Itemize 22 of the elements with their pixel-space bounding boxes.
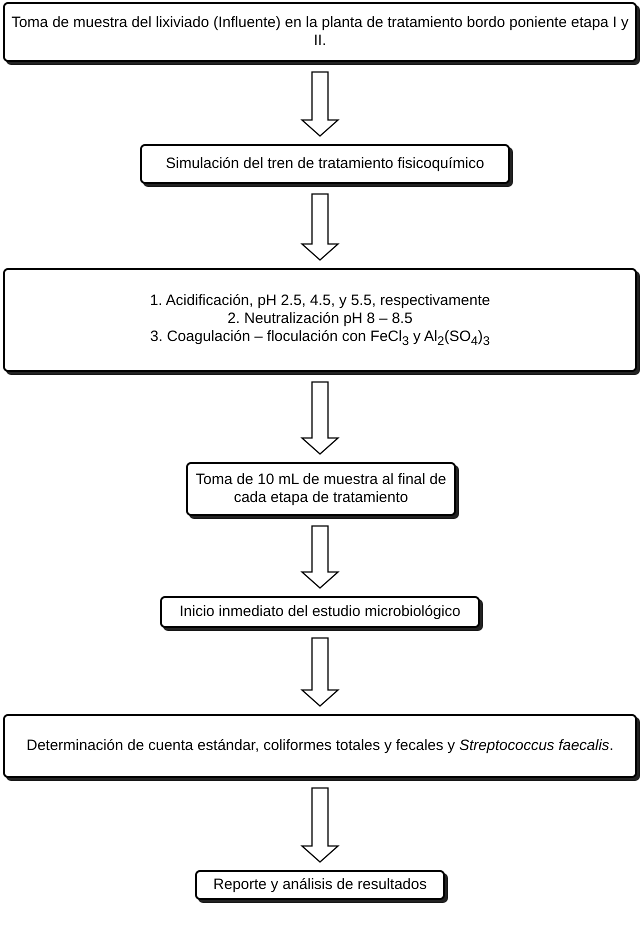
- block-arrow: [300, 637, 340, 707]
- step-text: Inicio inmediato del estudio microbiológico: [180, 603, 460, 621]
- process-box: [160, 596, 480, 628]
- block-arrow: [300, 787, 340, 863]
- step-text: 1. Acidificación, pH 2.5, 4.5, y 5.5, respectivamente: [150, 292, 490, 310]
- block-arrow: [300, 525, 340, 589]
- process-box: [3, 714, 637, 778]
- process-box: [186, 462, 456, 516]
- step-text: Toma de 10 mL de muestra al final de cada etapa de tratamiento: [194, 471, 448, 507]
- step-text: Determinación de cuenta estándar, coliformes totales y fecales y Streptococcus faecalis.: [26, 737, 614, 755]
- step-text: Reporte y análisis de resultados: [213, 876, 427, 894]
- block-arrow: [300, 381, 340, 455]
- block-arrow: [300, 71, 340, 137]
- block-arrow: [300, 193, 340, 261]
- step-text: 2. Neutralización pH 8 – 8.5: [227, 310, 413, 328]
- step-text: Simulación del tren de tratamiento fisicoquímico: [166, 155, 484, 173]
- process-box: [195, 870, 445, 900]
- process-box: [3, 268, 637, 372]
- step-text: 3. Coagulación – floculación con FeCl$_{3}$ y Al$_{2}$(SO$_{4}$)$_{3}$: [150, 328, 490, 348]
- process-box: [3, 2, 637, 62]
- step-text: Toma de muestra del lixiviado (Influente) en la planta de tratamiento bordo poniente etapa I y II.: [10, 14, 630, 50]
- process-box: [140, 144, 510, 184]
